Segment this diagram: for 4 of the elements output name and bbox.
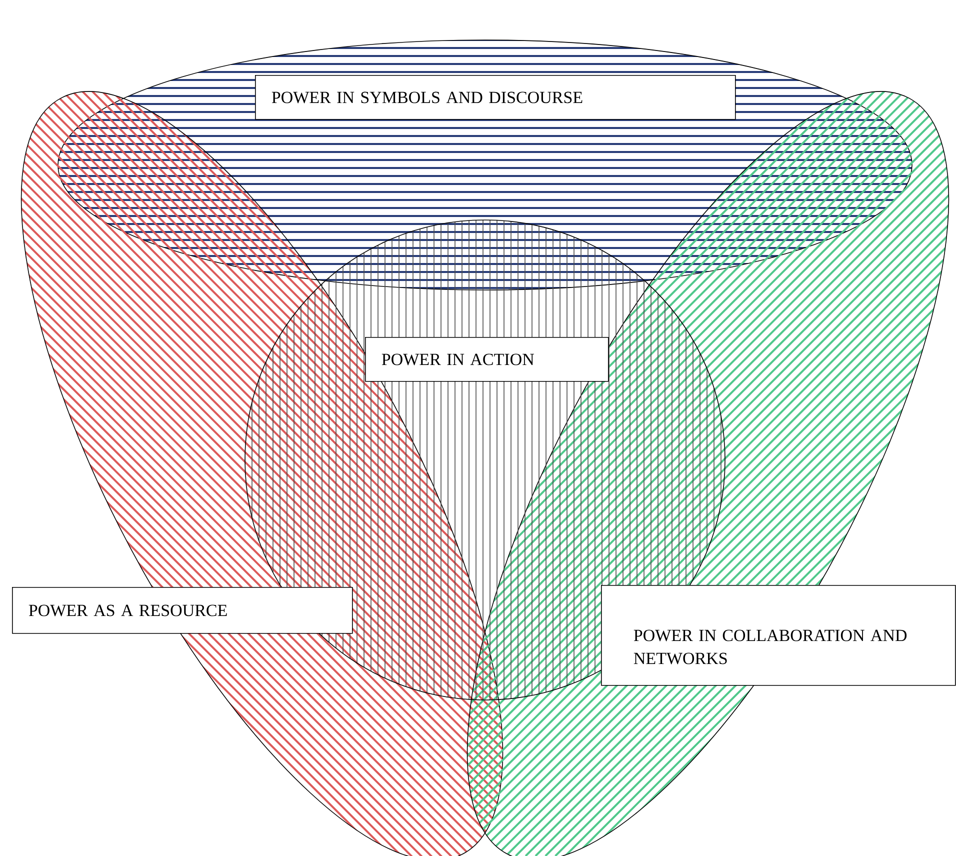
label-box: POWER AS A RESOURCE [12, 586, 353, 634]
label-box: POWER IN COLLABORATION AND NETWORKS [601, 584, 956, 686]
label-box: POWER IN SYMBOLS AND DISCOURSE [255, 74, 736, 120]
label-box: POWER IN ACTION [365, 336, 609, 382]
